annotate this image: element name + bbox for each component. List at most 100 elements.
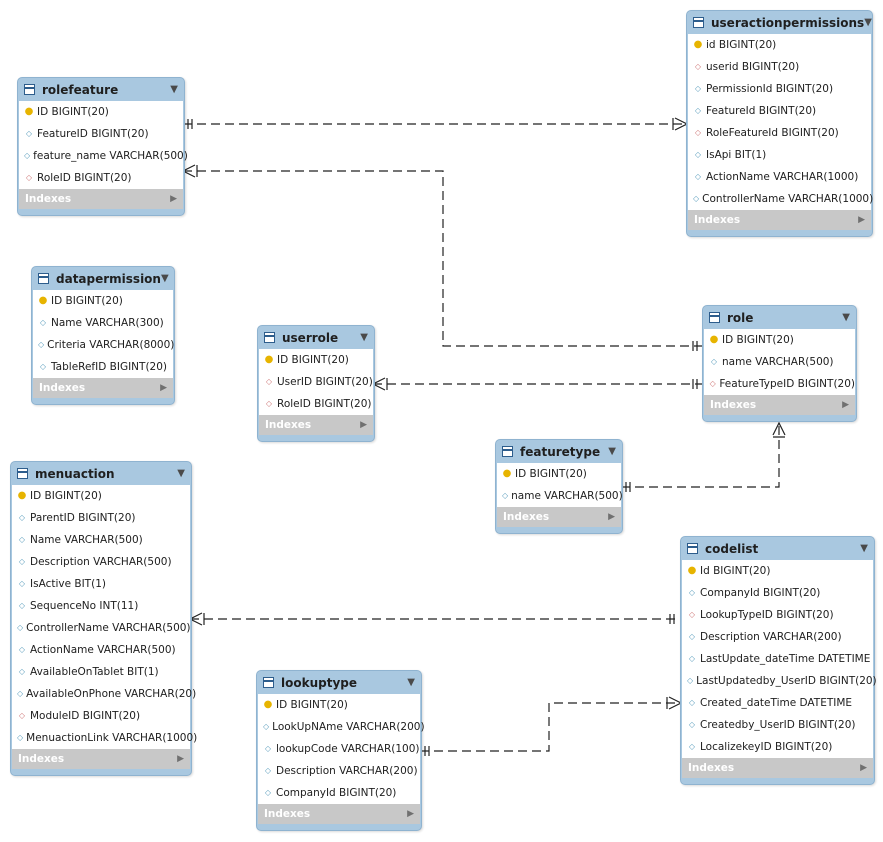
column-row[interactable]: ◇lookupCode VARCHAR(100) <box>258 738 420 760</box>
dropdown-arrow-icon[interactable]: ▼ <box>360 332 368 343</box>
column-row[interactable]: ◇CompanyId BIGINT(20) <box>258 782 420 804</box>
column-icon: ◇ <box>17 623 24 632</box>
table-header[interactable]: lookuptype▼ <box>257 671 421 694</box>
column-row[interactable]: ◇ModuleID BIGINT(20) <box>12 705 190 727</box>
table-header[interactable]: role▼ <box>703 306 856 329</box>
column-row[interactable]: ●Id BIGINT(20) <box>682 560 873 582</box>
indexes-section[interactable]: Indexes▶ <box>258 804 420 824</box>
expand-arrow-icon[interactable]: ▶ <box>170 194 177 204</box>
column-text: ID BIGINT(20) <box>37 106 109 118</box>
dropdown-arrow-icon[interactable]: ▼ <box>170 84 178 95</box>
column-row[interactable]: ◇MenuactionLink VARCHAR(1000) <box>12 727 197 749</box>
column-row[interactable]: ◇TableRefID BIGINT(20) <box>33 356 173 378</box>
column-row[interactable]: ◇name VARCHAR(500) <box>704 351 855 373</box>
column-text: Criteria VARCHAR(8000) <box>47 339 175 351</box>
column-row[interactable]: ◇LastUpdate_dateTime DATETIME <box>682 648 873 670</box>
column-row[interactable]: ◇LookupTypeID BIGINT(20) <box>682 604 873 626</box>
column-row[interactable]: ●ID BIGINT(20) <box>497 463 621 485</box>
expand-arrow-icon[interactable]: ▶ <box>842 400 849 410</box>
indexes-section[interactable]: Indexes▶ <box>704 395 855 415</box>
dropdown-arrow-icon[interactable]: ▼ <box>860 543 868 554</box>
column-row[interactable]: ◇Name VARCHAR(300) <box>33 312 173 334</box>
column-row[interactable]: ◇ControllerName VARCHAR(500) <box>12 617 191 639</box>
indexes-section[interactable]: Indexes▶ <box>33 378 173 398</box>
table-menuaction[interactable]: menuaction▼●ID BIGINT(20)◇ParentID BIGIN… <box>10 461 197 776</box>
dropdown-arrow-icon[interactable]: ▼ <box>177 468 185 479</box>
column-row[interactable]: ◇ControllerName VARCHAR(1000) <box>688 188 873 210</box>
indexes-section[interactable]: Indexes▶ <box>12 749 190 769</box>
column-row[interactable]: ●id BIGINT(20) <box>688 34 871 56</box>
column-row[interactable]: ●ID BIGINT(20) <box>704 329 855 351</box>
column-row[interactable]: ◇LocalizekeyID BIGINT(20) <box>682 736 873 758</box>
indexes-section[interactable]: Indexes▶ <box>497 507 621 527</box>
column-row[interactable]: ◇ActionName VARCHAR(500) <box>12 639 190 661</box>
indexes-section[interactable]: Indexes▶ <box>19 189 183 209</box>
column-row[interactable]: ◇IsApi BIT(1) <box>688 144 871 166</box>
expand-arrow-icon[interactable]: ▶ <box>860 763 867 773</box>
column-row[interactable]: ◇Description VARCHAR(200) <box>258 760 420 782</box>
table-header[interactable]: menuaction▼ <box>11 462 191 485</box>
table-useractionpermissions[interactable]: useractionpermissions▼●id BIGINT(20)◇use… <box>686 10 873 237</box>
column-row[interactable]: ◇name VARCHAR(500) <box>497 485 623 507</box>
column-row[interactable]: ◇RoleFeatureId BIGINT(20) <box>688 122 871 144</box>
column-row[interactable]: ●ID BIGINT(20) <box>33 290 173 312</box>
column-row[interactable]: ◇Createdby_UserID BIGINT(20) <box>682 714 873 736</box>
dropdown-arrow-icon[interactable]: ▼ <box>842 312 850 323</box>
column-row[interactable]: ◇AvailableOnPhone VARCHAR(20) <box>12 683 196 705</box>
indexes-section[interactable]: Indexes▶ <box>688 210 871 230</box>
dropdown-arrow-icon[interactable]: ▼ <box>864 17 872 28</box>
column-row[interactable]: ◇ParentID BIGINT(20) <box>12 507 190 529</box>
table-header[interactable]: featuretype▼ <box>496 440 622 463</box>
column-row[interactable]: ●ID BIGINT(20) <box>19 101 183 123</box>
expand-arrow-icon[interactable]: ▶ <box>160 383 167 393</box>
expand-arrow-icon[interactable]: ▶ <box>177 754 184 764</box>
table-header[interactable]: useractionpermissions▼ <box>687 11 872 34</box>
column-row[interactable]: ◇SequenceNo INT(11) <box>12 595 190 617</box>
table-footer <box>11 769 191 775</box>
column-row[interactable]: ◇LastUpdatedby_UserID BIGINT(20) <box>682 670 877 692</box>
table-rolefeature[interactable]: rolefeature▼●ID BIGINT(20)◇FeatureID BIG… <box>17 77 188 216</box>
table-header[interactable]: datapermission▼ <box>32 267 174 290</box>
column-row[interactable]: ●ID BIGINT(20) <box>12 485 190 507</box>
column-row[interactable]: ◇Description VARCHAR(200) <box>682 626 873 648</box>
indexes-section[interactable]: Indexes▶ <box>682 758 873 778</box>
column-row[interactable]: ◇Description VARCHAR(500) <box>12 551 190 573</box>
column-row[interactable]: ◇userid BIGINT(20) <box>688 56 871 78</box>
dropdown-arrow-icon[interactable]: ▼ <box>160 273 169 284</box>
column-row[interactable]: ◇Name VARCHAR(500) <box>12 529 190 551</box>
column-row[interactable]: ●ID BIGINT(20) <box>259 349 373 371</box>
expand-arrow-icon[interactable]: ▶ <box>858 215 865 225</box>
table-header[interactable]: codelist▼ <box>681 537 874 560</box>
dropdown-arrow-icon[interactable]: ▼ <box>608 446 616 457</box>
column-row[interactable]: ◇UserID BIGINT(20) <box>259 371 373 393</box>
table-name: userrole <box>282 330 339 345</box>
column-row[interactable]: ◇AvailableOnTablet BIT(1) <box>12 661 190 683</box>
column-row[interactable]: ◇Created_dateTime DATETIME <box>682 692 873 714</box>
column-row[interactable]: ◇CompanyId BIGINT(20) <box>682 582 873 604</box>
column-row[interactable]: ◇ActionName VARCHAR(1000) <box>688 166 871 188</box>
column-row[interactable]: ◇feature_name VARCHAR(500) <box>19 145 188 167</box>
expand-arrow-icon[interactable]: ▶ <box>360 420 367 430</box>
column-row[interactable]: ◇Criteria VARCHAR(8000) <box>33 334 175 356</box>
column-row[interactable]: ◇RoleID BIGINT(20) <box>259 393 373 415</box>
table-lookuptype[interactable]: lookuptype▼●ID BIGINT(20)◇LookUpNAme VAR… <box>256 670 425 831</box>
indexes-section[interactable]: Indexes▶ <box>259 415 373 435</box>
column-row[interactable]: ◇RoleID BIGINT(20) <box>19 167 183 189</box>
expand-arrow-icon[interactable]: ▶ <box>608 512 615 522</box>
column-row[interactable]: ◇LookUpNAme VARCHAR(200) <box>258 716 425 738</box>
column-row[interactable]: ◇PermissionId BIGINT(20) <box>688 78 871 100</box>
table-role[interactable]: role▼●ID BIGINT(20)◇name VARCHAR(500)◇Fe… <box>702 305 857 422</box>
table-userrole[interactable]: userrole ▼ ●ID BIGINT(20)◇UserID BIGINT(20… <box>257 325 375 442</box>
column-row[interactable]: ◇FeatureTypeID BIGINT(20) <box>704 373 855 395</box>
table-featuretype[interactable]: featuretype▼●ID BIGINT(20)◇name VARCHAR(… <box>495 439 623 534</box>
table-datapermission[interactable]: datapermission▼●ID BIGINT(20)◇Name VARCH… <box>31 266 175 405</box>
table-header[interactable]: rolefeature▼ <box>18 78 184 101</box>
column-row[interactable]: ◇FeatureID BIGINT(20) <box>19 123 183 145</box>
table-header[interactable]: userrole ▼ <box>258 326 374 349</box>
table-codelist[interactable]: codelist▼●Id BIGINT(20)◇CompanyId BIGINT… <box>680 536 877 785</box>
dropdown-arrow-icon[interactable]: ▼ <box>407 677 415 688</box>
column-row[interactable]: ◇FeatureId BIGINT(20) <box>688 100 871 122</box>
column-row[interactable]: ◇IsActive BIT(1) <box>12 573 190 595</box>
column-row[interactable]: ●ID BIGINT(20) <box>258 694 420 716</box>
expand-arrow-icon[interactable]: ▶ <box>407 809 414 819</box>
